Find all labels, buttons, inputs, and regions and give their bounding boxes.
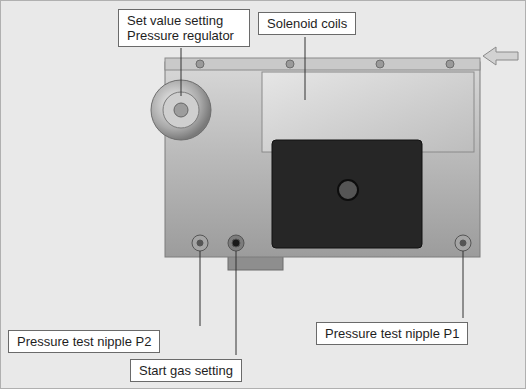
callout-box: Set value setting Pressure regulator — [118, 9, 250, 47]
callout-label: Start gas setting — [139, 363, 233, 378]
top-rail — [165, 58, 480, 70]
callout-label: Pressure test nipple P1 — [325, 326, 459, 341]
callout-box: Pressure test nipple P2 — [8, 330, 160, 353]
leader-lines — [181, 37, 463, 355]
screws — [196, 60, 454, 68]
connector-plug — [272, 140, 422, 248]
callout-label: Solenoid coils — [267, 16, 347, 31]
callout-box: Pressure test nipple P1 — [316, 322, 468, 345]
valve-body — [165, 62, 480, 257]
regulator-ring — [163, 92, 199, 128]
callout-box: Start gas setting — [130, 359, 242, 382]
flow-arrow — [483, 47, 518, 65]
callout-label: Set value setting Pressure regulator — [127, 13, 241, 43]
callout-box: Solenoid coils — [258, 12, 356, 35]
regulator-screw — [174, 103, 188, 117]
callout-label: Pressure test nipple P2 — [17, 334, 151, 349]
plug-screw — [338, 180, 358, 200]
nipples — [192, 235, 471, 251]
